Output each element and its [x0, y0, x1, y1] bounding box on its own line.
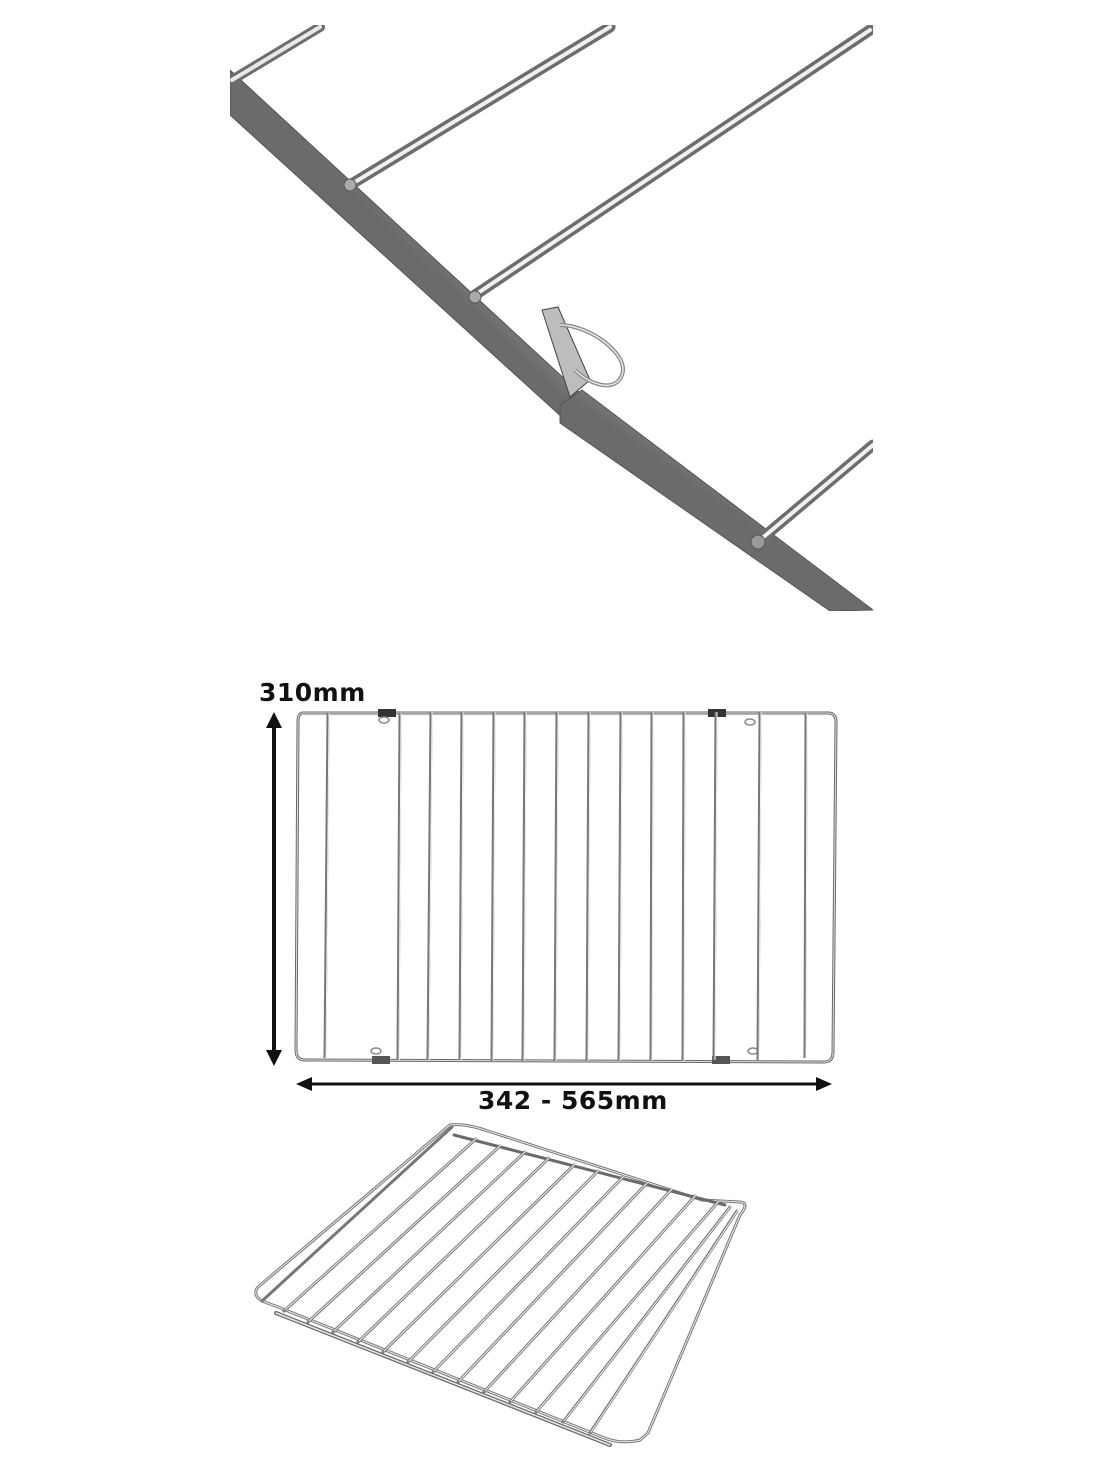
height-dimension-label: 310mm [259, 678, 366, 707]
rack-top-view [266, 709, 838, 1091]
width-arrow-icon [296, 1077, 832, 1091]
dimension-diagram [0, 660, 1103, 1120]
closeup-rail-illustration [230, 25, 873, 611]
closeup-rail-image [230, 25, 873, 611]
rack-perspective-illustration [254, 1123, 747, 1447]
width-dimension-label: 342 - 565mm [478, 1086, 668, 1115]
height-arrow-icon [266, 712, 282, 1066]
perspective-rack-image [240, 1115, 860, 1465]
